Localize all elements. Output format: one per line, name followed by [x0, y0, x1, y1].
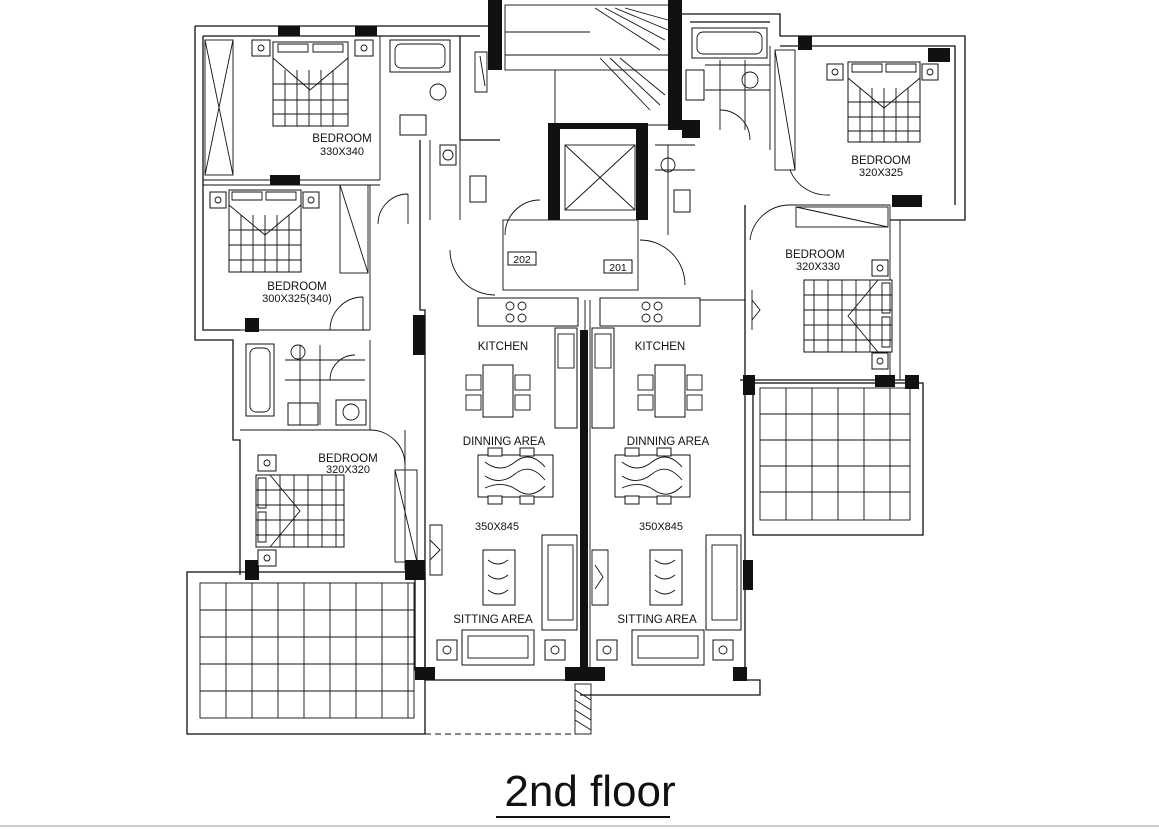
room-name-bedroom-sw: BEDROOM	[318, 453, 377, 465]
unit-tag-201: 201	[609, 262, 627, 274]
drawing-title-block: 2nd floor	[0, 767, 1159, 827]
unit-tag-202: 202	[513, 254, 531, 266]
sitting-right-label: SITTING AREA	[617, 614, 697, 626]
room-size-bedroom-w: 300X325(340)	[262, 293, 332, 305]
columns	[245, 26, 950, 681]
bed-nw	[251, 39, 374, 127]
dining-tables	[477, 447, 691, 505]
unit-tag-202-box	[507, 251, 537, 266]
room-name-bedroom-ne: BEDROOM	[851, 155, 910, 167]
size-left-label: 350X845	[475, 521, 519, 533]
room-size-bedroom-sw: 320X320	[326, 464, 370, 476]
unit-tag-201-box	[603, 259, 633, 274]
wardrobes	[204, 39, 889, 563]
walls-right	[580, 13, 966, 696]
room-size-bedroom-e: 320X330	[796, 261, 840, 273]
dining-right-label: DINNING AREA	[627, 436, 710, 448]
drawing-title: 2nd floor	[504, 767, 675, 816]
kitchens	[465, 297, 703, 429]
bed-sw	[255, 454, 345, 567]
room-name-bedroom-nw: BEDROOM	[312, 133, 371, 145]
room-name-bedroom-w: BEDROOM	[267, 281, 326, 293]
room-size-bedroom-ne: 320X325	[859, 167, 903, 179]
balcony-right	[752, 382, 924, 536]
walls-left	[194, 0, 580, 681]
size-right-label: 350X845	[639, 521, 683, 533]
bed-e	[803, 259, 893, 370]
dining-left-label: DINNING AREA	[463, 436, 546, 448]
room-name-bedroom-e: BEDROOM	[785, 249, 844, 261]
sitting-areas	[436, 534, 742, 666]
sitting-left-label: SITTING AREA	[453, 614, 533, 626]
unit-number-tags: 202 201	[507, 251, 633, 274]
bathrooms	[245, 27, 770, 426]
kitchen-right-label: KITCHEN	[635, 341, 685, 353]
kitchen-left-label: KITCHEN	[478, 341, 528, 353]
doors	[329, 109, 831, 606]
balcony-left	[186, 571, 592, 735]
room-size-bedroom-nw: 330X340	[320, 146, 364, 158]
room-labels: BEDROOM 330X340 BEDROOM 300X325(340) BED…	[262, 133, 911, 626]
bed-ne	[826, 61, 939, 143]
bed-w	[209, 189, 320, 273]
stair-core	[488, 0, 682, 291]
